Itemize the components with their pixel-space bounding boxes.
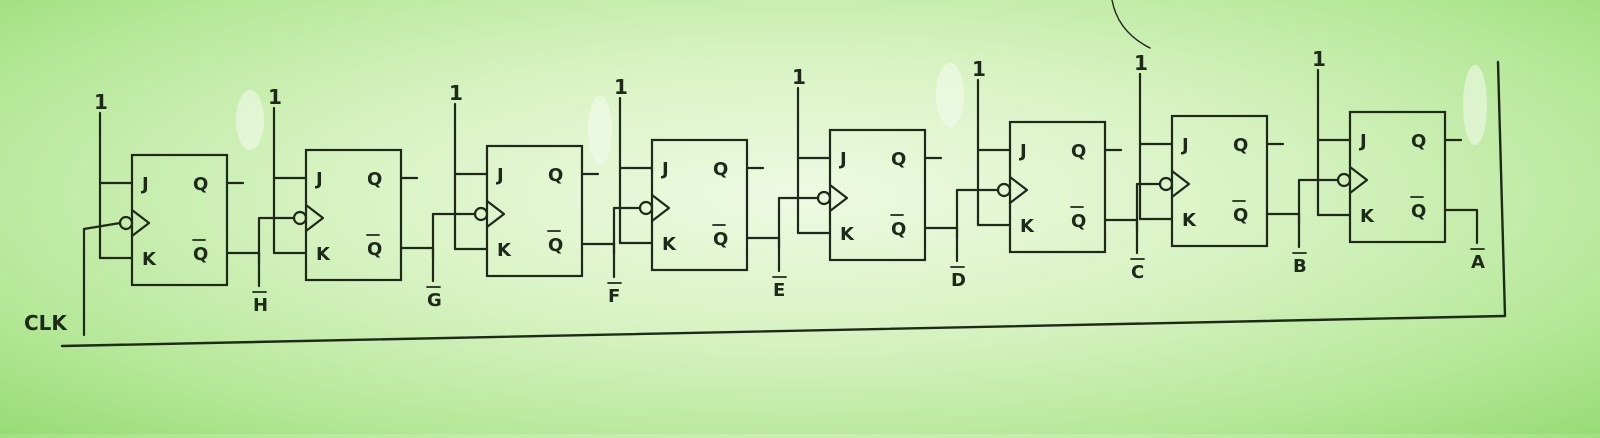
- j-pin-label: J: [838, 149, 847, 170]
- qbar-pin-label: Q: [1233, 205, 1248, 226]
- k-pin-label: K: [497, 240, 512, 261]
- k-pin-label: K: [662, 234, 677, 255]
- ripple-clock-link: [257, 216, 296, 265]
- logic-one-label: 1: [614, 75, 628, 99]
- output-label: A: [1471, 252, 1485, 273]
- j-pin-label: J: [140, 174, 149, 195]
- logic-one-label: 1: [449, 81, 463, 105]
- clock-inversion-bubble: [292, 210, 308, 226]
- paper-smudge: [236, 90, 264, 150]
- q-pin-label: Q: [548, 165, 563, 186]
- k-pin-label: K: [840, 224, 855, 245]
- output-label: C: [1131, 262, 1144, 283]
- logic-one-label: 1: [792, 65, 806, 89]
- clock-input-triangle: [304, 203, 325, 233]
- ripple-clock-link: [955, 188, 1000, 240]
- ripple-clock-link: [1135, 182, 1162, 232]
- j-pin-label: J: [1180, 135, 1189, 156]
- output-label: F: [608, 286, 620, 307]
- output-label: E: [773, 280, 785, 301]
- clock-inversion-bubble: [816, 190, 832, 206]
- j-pin-label: J: [1018, 141, 1027, 162]
- paper-smudge: [588, 96, 612, 164]
- clock-input-triangle: [1008, 175, 1029, 205]
- clock-inversion-bubble: [996, 182, 1012, 198]
- paper-smudge: [936, 63, 964, 127]
- ripple-clock-link: [612, 206, 642, 256]
- clock-input-triangle: [1170, 169, 1191, 199]
- clock-label: CLK: [24, 311, 68, 335]
- j-pin-label: J: [660, 159, 669, 180]
- logic-one-label: 1: [972, 57, 986, 81]
- qbar-pin-label: Q: [193, 244, 208, 265]
- clock-input-triangle: [1348, 165, 1369, 195]
- stray-pencil-arc: [1111, 0, 1151, 49]
- clock-input-triangle: [130, 208, 151, 238]
- logic-one-label: 1: [1134, 51, 1148, 75]
- q-pin-label: Q: [1233, 135, 1248, 156]
- logic-one-label: 1: [1312, 47, 1326, 71]
- output-label: D: [951, 270, 966, 291]
- paper-smudge: [1463, 65, 1487, 145]
- qbar-pin-label: Q: [891, 219, 906, 240]
- k-pin-label: K: [1020, 216, 1035, 237]
- clock-input-triangle: [828, 183, 849, 213]
- clock-input-triangle: [650, 193, 671, 223]
- q-pin-label: Q: [367, 169, 382, 190]
- ripple-clock-link: [1297, 178, 1340, 226]
- j-pin-label: J: [1358, 131, 1367, 152]
- clock-inversion-bubble: [1336, 172, 1352, 188]
- logic-one-label: 1: [94, 90, 108, 114]
- ripple-clock-link: [431, 212, 477, 260]
- clock-bus-line: [60, 60, 1507, 348]
- clock-inversion-bubble: [1158, 176, 1174, 192]
- q-pin-label: Q: [891, 149, 906, 170]
- q-pin-label: Q: [1411, 131, 1426, 152]
- qbar-pin-label: Q: [1071, 211, 1086, 232]
- q-pin-label: Q: [193, 174, 208, 195]
- clock-feed-line: [82, 221, 122, 337]
- k-pin-label: K: [1182, 210, 1197, 231]
- k-pin-label: K: [316, 244, 331, 265]
- qbar-pin-label: Q: [713, 229, 728, 250]
- k-pin-label: K: [142, 249, 157, 270]
- qbar-pin-label: Q: [367, 239, 382, 260]
- output-label: B: [1293, 256, 1307, 277]
- flip-flop-chain: J K Q Q 1H J K Q Q 1G J K Q Q 1F J K Q Q 1E J K Q Q 1D J K Q Q 1C J K Q Q…: [82, 47, 1485, 337]
- output-label: H: [253, 295, 268, 316]
- ripple-clock-link: [777, 196, 820, 250]
- k-pin-label: K: [1360, 206, 1375, 227]
- qbar-pin-label: Q: [548, 235, 563, 256]
- clock-input-triangle: [485, 199, 506, 229]
- q-pin-label: Q: [713, 159, 728, 180]
- q-pin-label: Q: [1071, 141, 1086, 162]
- logic-one-label: 1: [268, 85, 282, 109]
- j-pin-label: J: [495, 165, 504, 186]
- j-pin-label: J: [314, 169, 323, 190]
- clock-inversion-bubble: [638, 200, 654, 216]
- output-label: G: [427, 290, 442, 311]
- clock-inversion-bubble: [473, 206, 489, 222]
- clock-inversion-bubble: [118, 215, 134, 231]
- qbar-pin-label: Q: [1411, 201, 1426, 222]
